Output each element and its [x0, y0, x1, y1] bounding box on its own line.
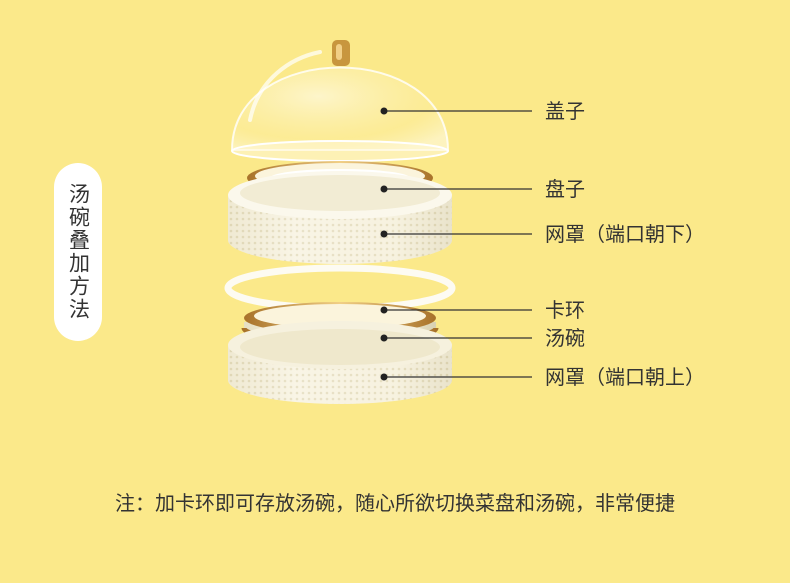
- label-lid: 盖子: [545, 99, 585, 123]
- lid-dome: [230, 40, 450, 162]
- usage-note: 注：加卡环即可存放汤碗，随心所欲切换菜盘和汤碗，非常便捷: [115, 491, 675, 515]
- callout-lines: [384, 110, 532, 378]
- label-plate: 盘子: [545, 177, 585, 201]
- side-title-pill: 汤碗叠加方法: [54, 163, 102, 341]
- label-mesh-top: 网罩（端口朝下）: [545, 222, 705, 246]
- mesh-cover-top: [228, 171, 452, 264]
- callout-dots: [380, 107, 388, 381]
- label-bowl: 汤碗: [545, 326, 585, 350]
- side-title: 汤碗叠加方法: [66, 183, 91, 321]
- label-ring: 卡环: [545, 298, 585, 322]
- label-mesh-bottom: 网罩（端口朝上）: [545, 365, 705, 389]
- mesh-cover-bottom: [228, 321, 452, 404]
